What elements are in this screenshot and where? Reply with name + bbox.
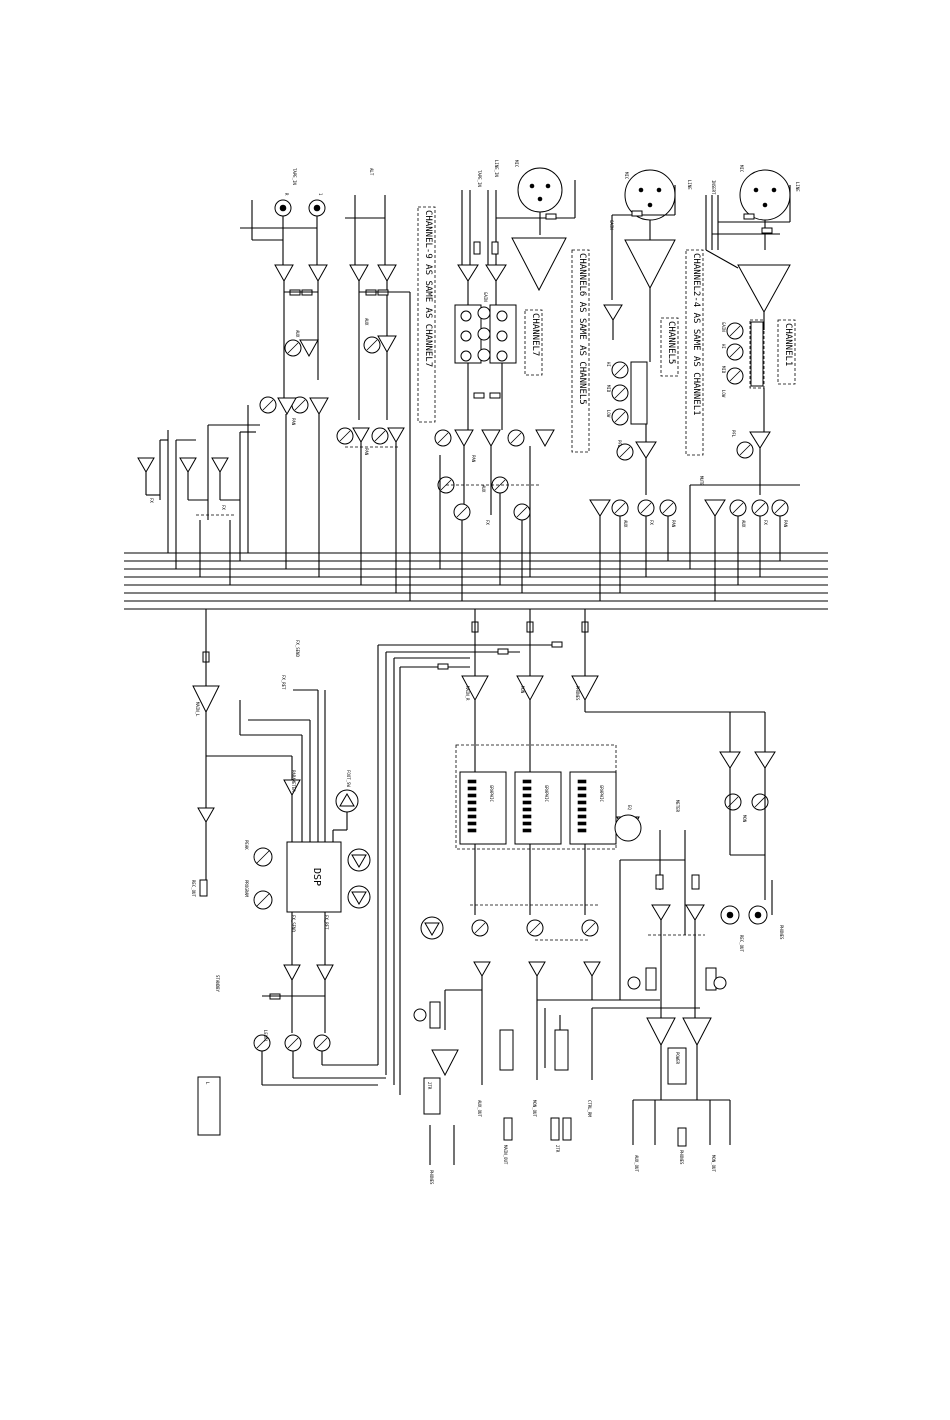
dsp-block [286,841,342,913]
small-label: PARAMETER [291,770,296,792]
channel-5-label: CHANNEL5 [666,321,676,364]
small-label: PAN [783,520,788,528]
small-label: MIC [739,165,744,173]
small-label: FX_SEND [291,915,296,932]
small-label: PHONES [575,686,580,701]
small-label: METER [675,800,680,813]
small-label: MON [742,815,747,823]
small-label: LOW [721,390,726,398]
small-label: 2TR [427,1082,432,1090]
dsp-section: DSP [197,689,727,1165]
small-label: MON_OUT [532,1100,537,1117]
small-label: STANDBY [215,975,220,992]
small-label: TAPE_IN [477,170,482,187]
small-label: AUX [364,318,369,326]
small-label: PAN [364,448,369,456]
channel-labels: CHANNEL1 CHANNEL2-4 AS SAME AS CHANNEL1 … [417,206,796,456]
small-label: TAPE_IN [292,168,297,185]
small-label: MAIN_L [195,702,200,717]
small-label: LINE [795,182,800,192]
small-label: FOOT_SW [346,770,351,787]
small-label: PHONES [779,925,784,940]
small-label: PROGRAM [244,880,249,897]
small-label: FX [221,505,226,510]
small-label: LINE_IN [494,160,499,177]
small-label: EQ [627,805,632,810]
small-label: GRAPHIC [544,785,549,802]
small-label: GRAPHIC [599,785,604,802]
small-label: MID [606,385,611,393]
master-section [192,609,776,1147]
small-label: GRAPHIC [489,785,494,802]
small-label: FX [763,520,768,525]
channel-9-strip [240,195,411,601]
channel-1-strip [689,169,800,601]
small-label: GAIN [721,322,726,332]
small-label: LOW [606,410,611,418]
channel-7-strip [434,167,576,601]
small-label: FX [149,498,154,503]
small-label: REC_OUT [191,880,196,897]
small-label: FX_RET [324,915,329,930]
channel-9-label: CHANNEL-9 AS SAME AS CHANNEL7 [423,210,433,367]
component-labels: MIC LINE GAIN HI MID LOW AUX FX PAN MUTE… [149,160,800,1185]
small-label: AUX [623,520,628,528]
small-label: LINE [687,180,692,190]
small-label: PFL [731,430,736,438]
small-label: MID [721,366,726,374]
small-label: PAN [291,418,296,426]
small-label: MIC [624,172,629,180]
small-label: AUX_OUT [477,1100,482,1117]
small-label: PAN [471,455,476,463]
small-label: PAN [671,520,676,528]
channel-6-8-label: CHANNEL6 AS SAME AS CHANNEL5 [577,253,587,405]
small-label: MIC [514,160,519,168]
small-label: MAIN_OUT [503,1145,508,1165]
small-label: 2TR [555,1145,560,1153]
dsp-label: DSP [311,868,322,886]
small-label: PHONES [429,1170,434,1185]
small-label: GAIN [483,292,488,302]
channel-7-label: CHANNEL7 [530,313,540,356]
small-label: FX [649,520,654,525]
small-label: FX [485,520,490,525]
small-label: R [284,193,289,196]
small-label: HI [721,344,726,349]
small-label: REC_OUT [739,935,744,952]
small-label: MAIN_R [465,686,470,701]
channel-2-4-label: CHANNEL2-4 AS SAME AS CHANNEL1 [691,253,701,416]
small-label: HI [606,362,611,367]
small-label: AUX_OUT [634,1155,639,1172]
small-label: PHONES [679,1150,684,1165]
small-label: PEAK [244,840,249,850]
return-blocks [137,424,260,585]
small-label: MUTE [699,476,704,486]
small-label: FX_SEND [295,640,300,657]
small-label: PFL [617,440,622,448]
small-label: ALT [369,168,374,176]
small-label: POWER [675,1052,680,1065]
small-label: MON [520,686,525,694]
small-label: AUX [295,330,300,338]
small-label: L [205,1082,210,1085]
small-label: LEVEL [263,1030,268,1043]
channel-1-label: CHANNEL1 [783,323,793,366]
small-label: AUX [481,485,486,493]
small-label: INSERT [711,180,716,195]
small-label: MON_OUT [711,1155,716,1172]
small-label: AUX [741,520,746,528]
small-label: 1 [318,193,323,196]
channel-5-strip [589,169,677,601]
small-label: CTRL_RM [587,1100,592,1117]
small-label: FX_RET [281,675,286,690]
small-label: GAIN [609,220,614,230]
mix-buses [124,552,828,610]
